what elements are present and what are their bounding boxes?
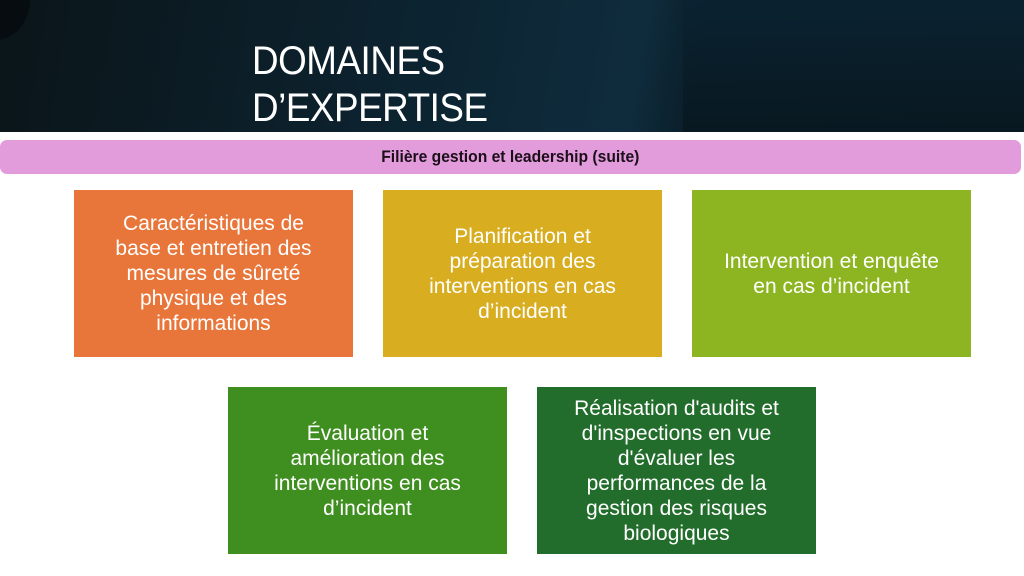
domain-box-text: Caractéristiques de base et entretien de… [115, 212, 312, 335]
domain-box-audits-inspections: Réalisation d'audits et d'inspections en… [537, 387, 816, 554]
domain-box-incident-evaluation: Évaluation et amélioration des intervent… [228, 387, 507, 554]
section-banner: Filière gestion et leadership (suite) [0, 140, 1021, 174]
domain-box-incident-response: Intervention et enquête en cas d’inciden… [692, 190, 971, 357]
slide-header: DOMAINES D’EXPERTISE [0, 0, 1024, 132]
header-corner-shade [0, 0, 30, 40]
domain-box-text: Planification et préparation des interve… [429, 224, 616, 323]
slide-title-line2: D’EXPERTISE [252, 86, 488, 130]
slide-title: DOMAINES D’EXPERTISE [252, 38, 488, 132]
domain-box-text: Intervention et enquête en cas d’inciden… [724, 249, 939, 298]
slide-title-line1: DOMAINES [252, 39, 445, 83]
domain-box-text: Évaluation et amélioration des intervent… [274, 421, 461, 520]
domain-box-incident-planning: Planification et préparation des interve… [383, 190, 662, 357]
domain-box-text: Réalisation d'audits et d'inspections en… [574, 396, 779, 545]
header-right-panel [683, 0, 1024, 132]
domain-box-physical-security: Caractéristiques de base et entretien de… [74, 190, 353, 357]
section-banner-label: Filière gestion et leadership (suite) [381, 147, 640, 166]
